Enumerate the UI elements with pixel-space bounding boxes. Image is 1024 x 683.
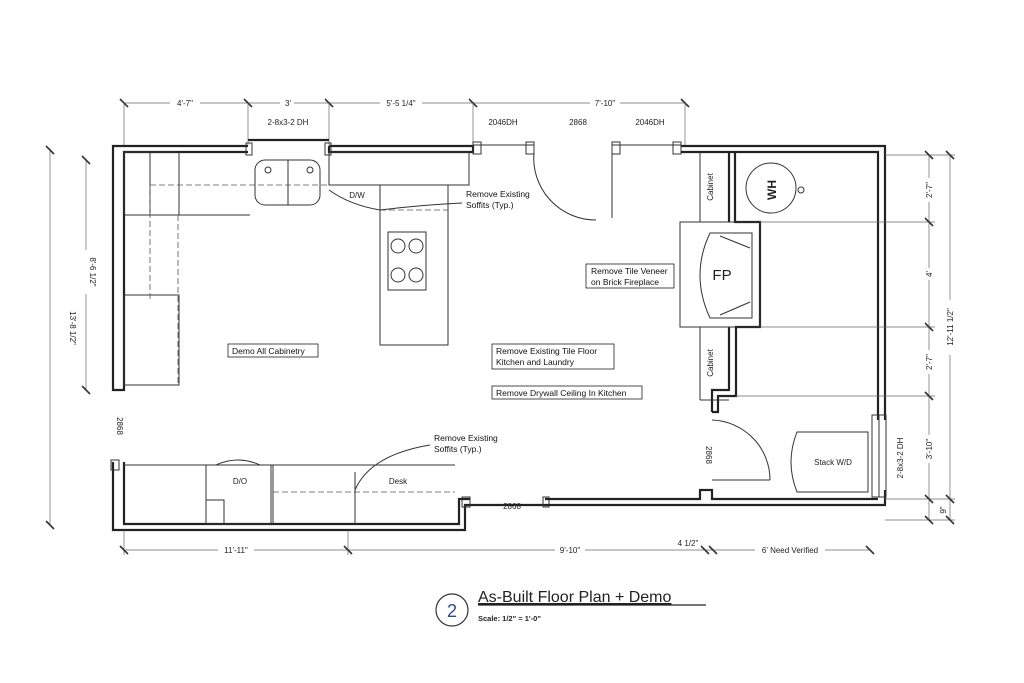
title-block: 2 As-Built Floor Plan + Demo Scale: 1/2"… <box>435 589 706 627</box>
top-dimensions: 4'-7" 3' 5'-5 1/4" 7'-10" 2-8x3-2 DH 204… <box>119 97 690 145</box>
dim-bottom-4: 6' Need Verified <box>762 546 818 555</box>
dim-top-2: 3' <box>285 99 291 108</box>
note-fireplace-2: on Brick Fireplace <box>591 277 659 287</box>
washer-dryer-label: Stack W/D <box>814 458 852 467</box>
right-dimensions: 2'-7" 4' 2'-7" 3'-10" 9" 12'-11 1/2" <box>736 150 955 525</box>
doors: 2868 2868 <box>503 151 771 511</box>
door-top-label: 2868 <box>569 118 587 127</box>
laundry-fixtures: Cabinet Cabinet FP WH Stack W/D 2-8x3-2 … <box>679 162 905 493</box>
window-sink-label: 2-8x3-2 DH <box>268 118 309 127</box>
desk-label: Desk <box>389 477 408 486</box>
dim-bottom-1: 11'-11" <box>224 546 248 555</box>
door-laundry-label: 2868 <box>704 446 713 464</box>
dim-top-3: 5'-5 1/4" <box>386 99 415 108</box>
window-left-label: 2046DH <box>488 118 518 127</box>
dim-right-2: 4' <box>925 271 934 277</box>
cabinet-upper-label: Cabinet <box>706 172 715 200</box>
demo-notes: Remove Existing Soffits (Typ.) Remove Ti… <box>227 189 675 454</box>
bottom-dimensions: 11'-11" 9'-10" 4 1/2" 6' Need Verified <box>119 530 875 555</box>
dim-right-outer: 12'-11 1/2" <box>946 308 955 346</box>
left-dimensions: 13'-8 1/2" 8'-6 1/2" 2868 <box>45 145 124 530</box>
kitchen-cabinets: D/W D/O Desk <box>123 151 470 525</box>
dim-left-inner: 8'-6 1/2" <box>88 257 97 286</box>
note-soffits-bottom-1: Remove Existing <box>434 433 498 443</box>
dim-top-1: 4'-7" <box>177 99 193 108</box>
dim-right-5: 9" <box>939 506 948 513</box>
cabinet-lower-label: Cabinet <box>706 348 715 376</box>
fireplace-label: FP <box>712 267 731 284</box>
window-right-label: 2046DH <box>635 118 665 127</box>
drawing-title: As-Built Floor Plan + Demo <box>478 589 672 606</box>
dim-right-1: 2'-7" <box>925 182 934 198</box>
dim-bottom-3: 4 1/2" <box>678 539 699 548</box>
dim-left-outer: 13'-8 1/2" <box>68 311 77 345</box>
note-soffits-top-1: Remove Existing <box>466 189 530 199</box>
dim-top-4: 7'-10" <box>595 99 616 108</box>
note-fireplace-1: Remove Tile Veneer <box>591 266 668 276</box>
note-cabinetry: Demo All Cabinetry <box>232 346 306 356</box>
dim-right-3: 2'-7" <box>925 354 934 370</box>
note-ceiling: Remove Drywall Ceiling In Kitchen <box>496 388 627 398</box>
fireplace-icon <box>699 232 753 319</box>
water-heater-label: WH <box>765 180 779 200</box>
door-left-label: 2868 <box>115 417 124 435</box>
note-soffits-top-2: Soffits (Typ.) <box>466 200 514 210</box>
drawing-scale: Scale: 1/2" = 1'-0" <box>478 614 541 623</box>
washer-dryer-icon <box>790 431 869 493</box>
note-floor-2: Kitchen and Laundry <box>496 357 575 367</box>
sink-icon <box>254 159 321 206</box>
dim-bottom-2: 9'-10" <box>560 546 581 555</box>
note-soffits-bottom-2: Soffits (Typ.) <box>434 444 482 454</box>
water-heater-icon <box>745 162 805 214</box>
double-oven-label: D/O <box>233 477 247 486</box>
dim-right-4: 3'-10" <box>925 439 934 460</box>
drawing-number: 2 <box>447 601 457 621</box>
dishwasher-label: D/W <box>349 191 365 200</box>
window-laundry-label: 2-8x3-2 DH <box>896 437 905 478</box>
door-bottom-label: 2868 <box>503 502 521 511</box>
note-floor-1: Remove Existing Tile Floor <box>496 346 597 356</box>
